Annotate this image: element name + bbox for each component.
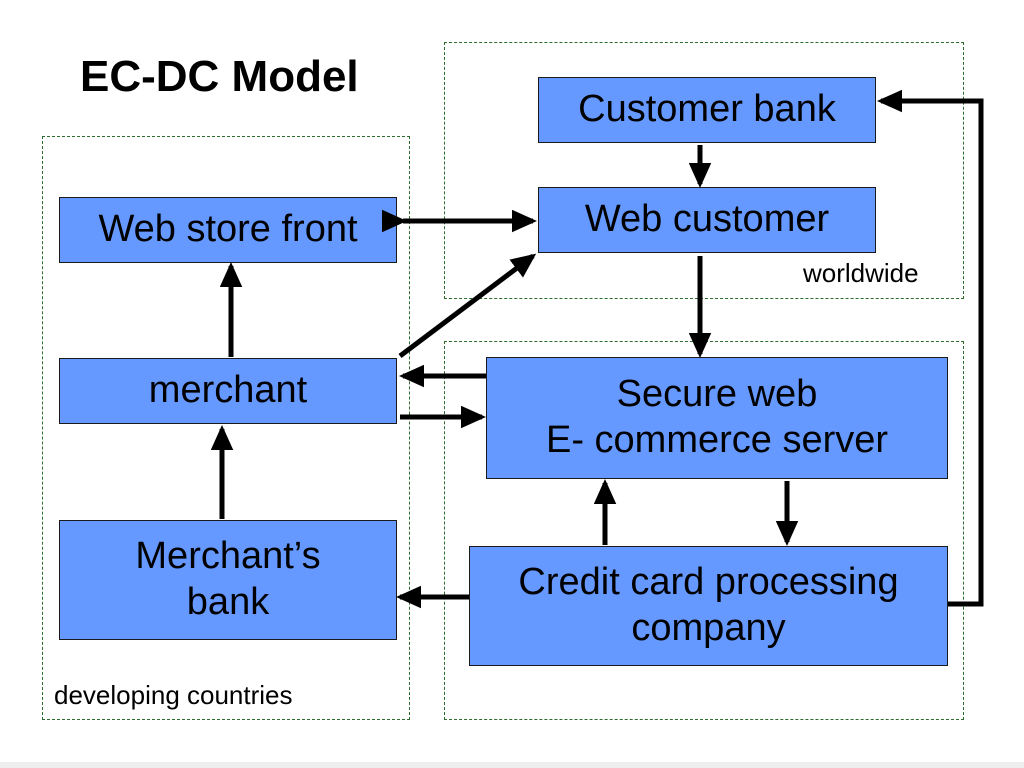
arrow-merchant-to-web-customer [398, 253, 537, 358]
region-label-developing-countries: developing countries [54, 680, 293, 710]
node-merchant: merchant [59, 358, 397, 424]
node-web-store-front-label: Web store front [98, 208, 358, 251]
node-merchants-bank: Merchant’s bank [59, 520, 397, 640]
node-web-customer-label: Web customer [584, 198, 830, 241]
node-merchant-label: merchant [148, 369, 308, 412]
node-secure-web-server: Secure web E- commerce server [486, 357, 948, 479]
region-label-worldwide: worldwide [803, 258, 919, 288]
arrow-credit-card-to-customer-bank [876, 89, 984, 607]
node-customer-bank-label: Customer bank [578, 88, 836, 131]
node-web-customer: Web customer [538, 187, 876, 253]
node-merchants-bank-line1: Merchant’s [135, 535, 321, 578]
node-credit-card-company-line1: Credit card processing [518, 561, 899, 604]
node-secure-web-server-line2: E- commerce server [545, 419, 889, 461]
region-worldwide [444, 42, 964, 299]
node-credit-card-company-line2: company [631, 607, 786, 649]
page-title: EC-DC Model [80, 52, 359, 101]
node-customer-bank: Customer bank [538, 77, 876, 143]
region-developing-countries [42, 136, 410, 720]
node-credit-card-company: Credit card processing company [469, 546, 948, 666]
node-secure-web-server-line1: Secure web [616, 373, 818, 416]
node-web-store-front: Web store front [59, 197, 397, 263]
node-merchants-bank-line2: bank [186, 581, 270, 623]
footer-bar [0, 762, 1024, 768]
